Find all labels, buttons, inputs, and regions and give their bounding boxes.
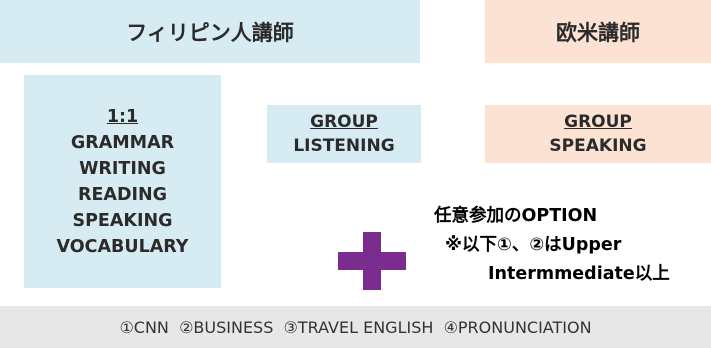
group-speaking-subject: SPEAKING: [549, 136, 647, 156]
header-western-label: 欧米講師: [556, 20, 640, 45]
optional-courses-bar: ①CNN ②BUSINESS ③TRAVEL ENGLISH ④PRONUNCI…: [0, 306, 711, 348]
subject-writing: WRITING: [79, 158, 166, 179]
plus-icon-vertical-bar: [363, 232, 381, 290]
group-speaking-box: GROUP SPEAKING: [485, 105, 711, 163]
header-filipino-teachers: フィリピン人講師: [0, 0, 420, 63]
subject-speaking: SPEAKING: [72, 210, 173, 231]
option-title: 任意参加のOPTION: [434, 206, 598, 226]
group-listening-box: GROUP LISTENING: [267, 105, 421, 163]
option-note-line1: ※以下①、②はUpper: [445, 235, 622, 255]
plus-icon: [338, 232, 406, 290]
group-listening-subject: LISTENING: [293, 136, 395, 156]
one-on-one-lessons-box: 1:1 GRAMMAR WRITING READING SPEAKING VOC…: [24, 75, 221, 288]
header-filipino-label: フィリピン人講師: [126, 20, 294, 45]
subject-grammar: GRAMMAR: [70, 132, 175, 153]
subject-vocabulary: VOCABULARY: [56, 236, 189, 257]
optional-courses-list: ①CNN ②BUSINESS ③TRAVEL ENGLISH ④PRONUNCI…: [119, 317, 592, 337]
option-note-line2: Intermmediate以上: [488, 264, 670, 284]
header-western-teachers: 欧米講師: [485, 0, 711, 63]
one-on-one-title: 1:1: [106, 106, 139, 127]
group-speaking-title: GROUP: [564, 112, 632, 132]
group-listening-title: GROUP: [310, 112, 378, 132]
subject-reading: READING: [77, 184, 168, 205]
